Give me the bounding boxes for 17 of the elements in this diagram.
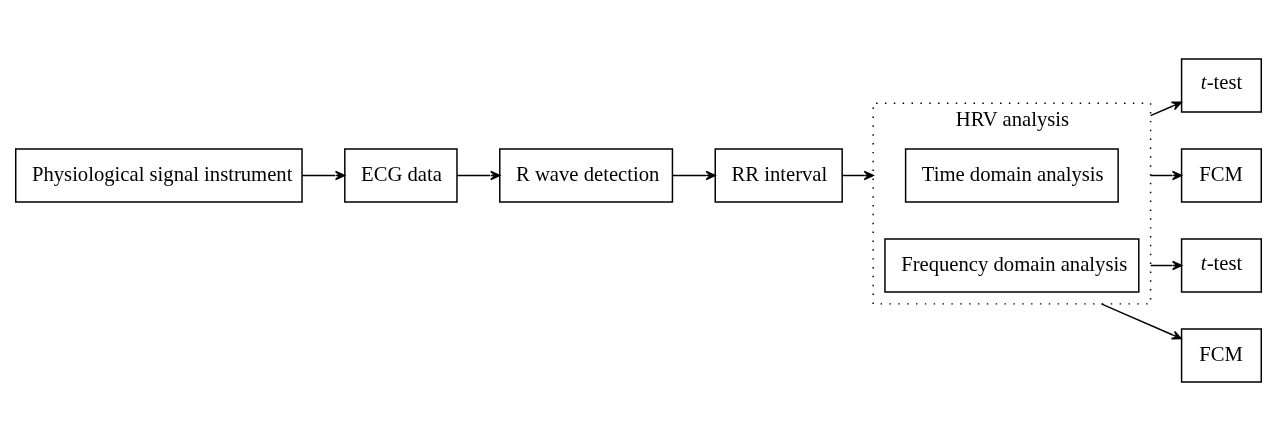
node-box: FCM	[1180, 148, 1262, 203]
node-box: t-test	[1180, 238, 1262, 293]
node-box: ECG data	[344, 148, 458, 203]
arrow	[301, 170, 346, 181]
node-box: Time domain analysis	[904, 148, 1119, 203]
node-box: R wave detection	[499, 148, 674, 203]
node-box: Physiological signal instrument	[15, 148, 303, 203]
node-box: t-test	[1180, 58, 1262, 113]
node-box: RR interval	[714, 148, 843, 203]
arrow	[456, 170, 501, 181]
arrow	[1100, 303, 1182, 340]
arrow	[841, 170, 874, 181]
node-box: Frequency domain analysis	[884, 238, 1140, 293]
arrow	[672, 170, 716, 181]
arrow	[1149, 170, 1183, 181]
arrow	[1149, 101, 1182, 117]
node-box: FCM	[1180, 328, 1262, 383]
